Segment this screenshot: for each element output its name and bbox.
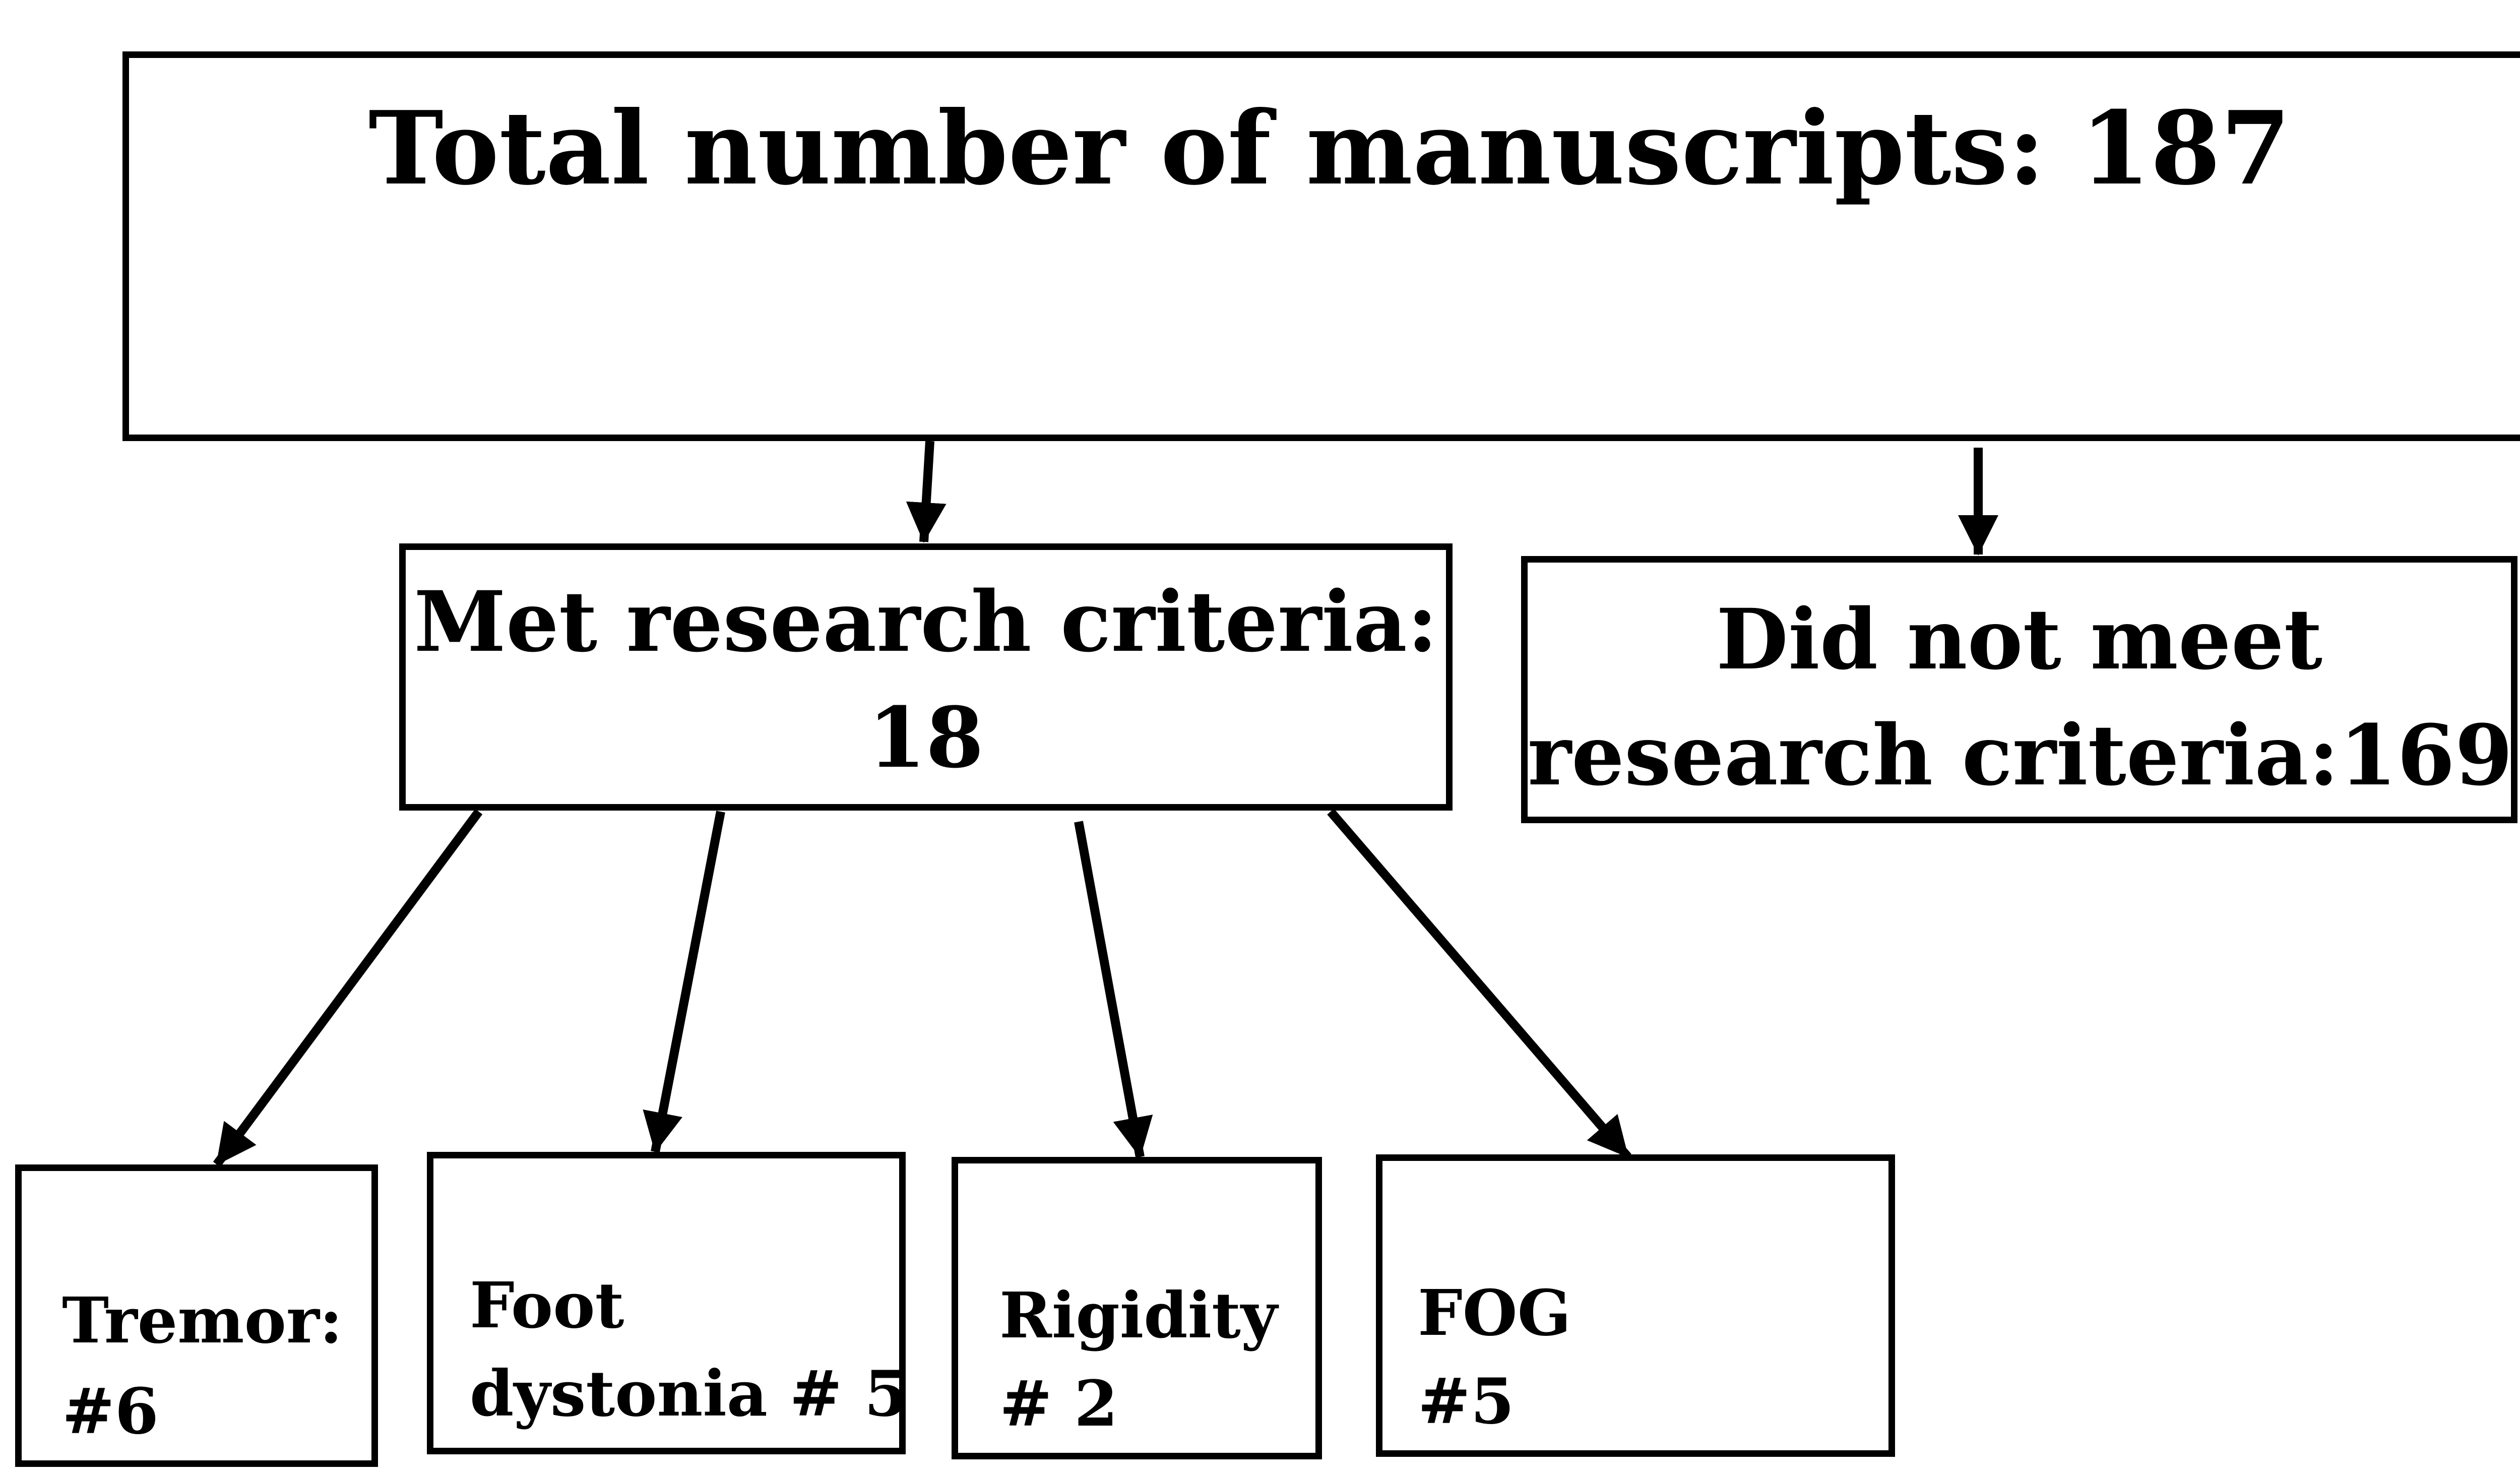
fog-box: FOG #5 [1376, 1154, 1895, 1457]
rigidity-label: Rigidity [999, 1279, 1278, 1352]
fog-label: FOG [1418, 1276, 1571, 1350]
foot-dystonia-box: Foot dystonia # 5 [427, 1152, 908, 1454]
rigidity-count: # 2 [999, 1367, 1118, 1441]
met-research-criteria-box: Met research criteria: 18 [399, 543, 1453, 811]
total-manuscripts-box: Total number of manuscripts: 187 [122, 51, 2520, 441]
did-not-meet-criteria-box: Did not meet research criteria:169 [1521, 556, 2517, 823]
arrow-to-met-box [906, 441, 947, 543]
fog-count: #5 [1418, 1365, 1515, 1438]
did-not-meet-criteria-count: research criteria:169 [1528, 706, 2513, 804]
arrow-to-tremor-box [213, 809, 483, 1167]
foot-dystonia-label: Foot [470, 1269, 624, 1342]
met-research-criteria-label: Met research criteria: [414, 573, 1438, 670]
arrow-to-fog-box [1327, 809, 1631, 1160]
arrow-to-foot-dystonia-box [643, 811, 725, 1153]
tremor-label: Tremor: [62, 1284, 343, 1358]
rigidity-box: Rigidity # 2 [952, 1157, 1322, 1459]
tremor-box: Tremor: #6 [15, 1164, 378, 1467]
arrow-to-rigidity-box [1074, 821, 1153, 1158]
total-manuscripts-label: Total number of manuscripts: 187 [368, 89, 2291, 208]
tremor-count: #6 [62, 1375, 159, 1448]
met-research-criteria-count: 18 [868, 689, 984, 786]
foot-dystonia-count: dystonia # 5 [470, 1357, 908, 1431]
did-not-meet-criteria-label: Did not meet [1716, 590, 2323, 688]
